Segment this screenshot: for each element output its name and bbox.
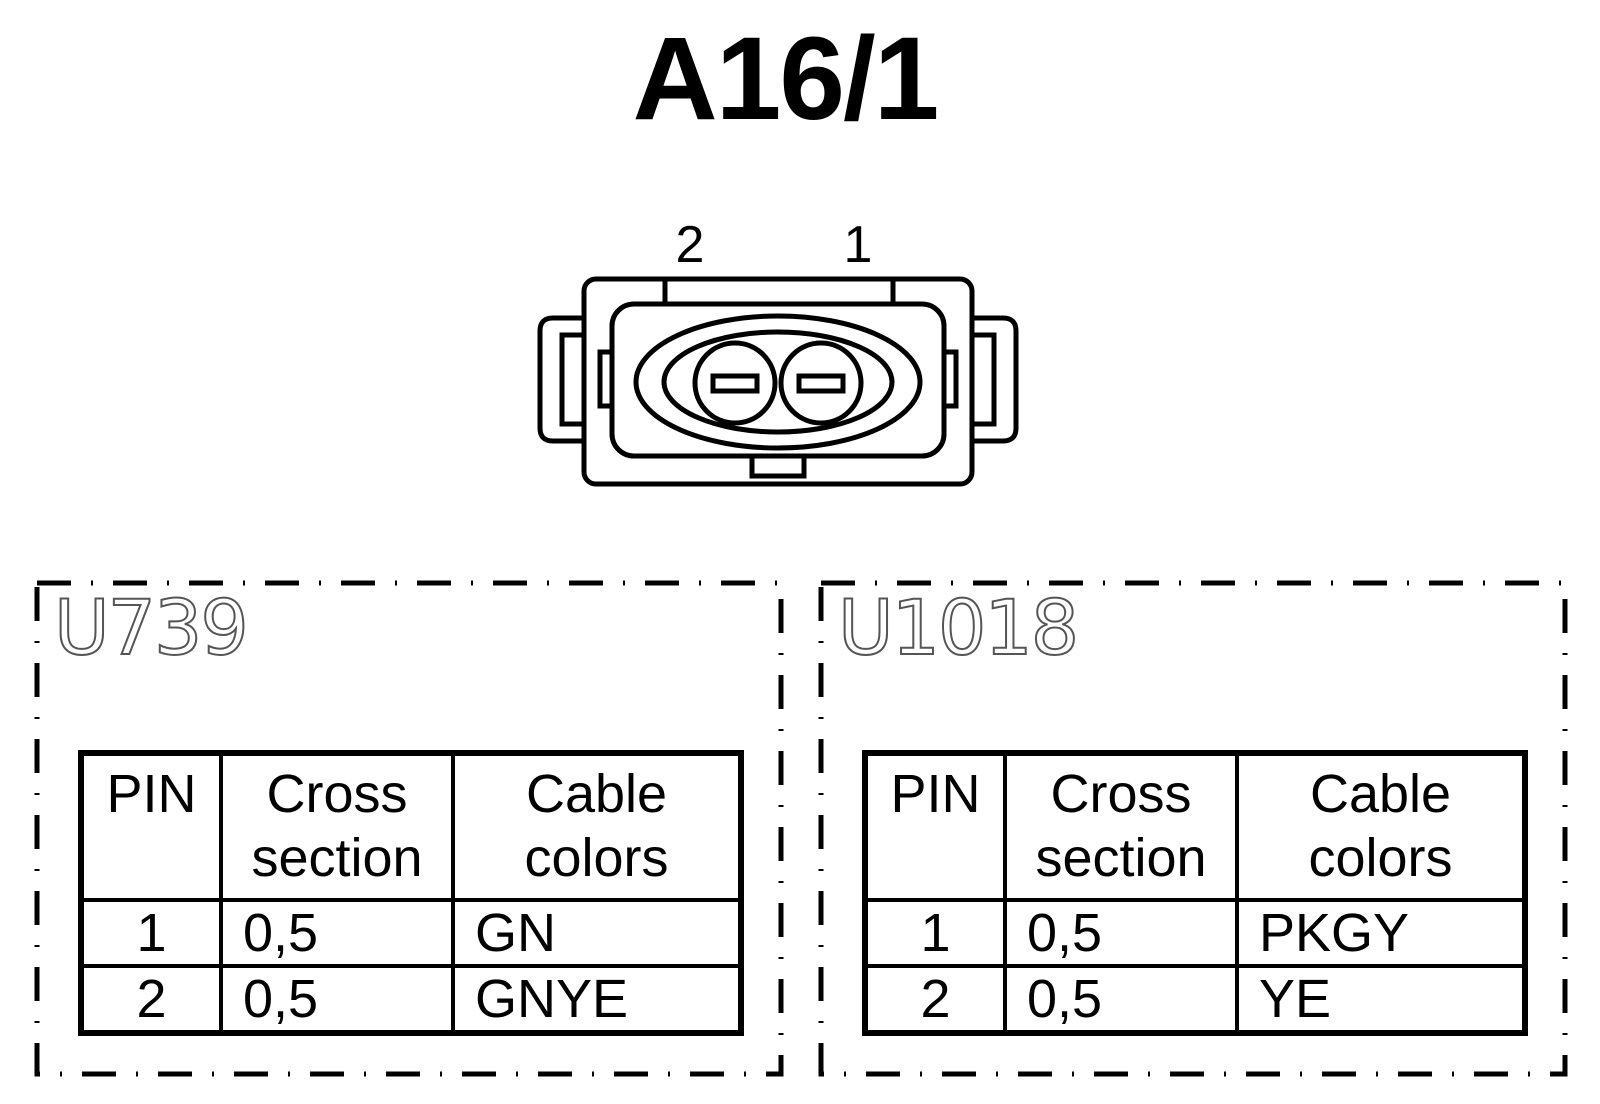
variant-code: U739	[53, 582, 250, 673]
pin-cell: 2	[863, 964, 1007, 1035]
two-pin-connector-icon: 2 1	[537, 216, 1019, 487]
outer-oval	[633, 313, 923, 451]
header-pin: PIN	[79, 751, 223, 902]
header-cross-section-line1: Cross	[1050, 764, 1192, 824]
cable-color-cell: PKGY	[1235, 898, 1527, 968]
connector-title: A16/1	[632, 13, 940, 145]
header-cross-section: Cross section	[1003, 751, 1239, 902]
cross-section-cell: 0,5	[1003, 898, 1239, 968]
variant-panel-u739: U739 PIN Cross section Cable colors 1 0,…	[34, 580, 784, 1077]
inner-oval	[661, 329, 895, 435]
cross-section-cell: 0,5	[219, 898, 455, 968]
pin-label-1: 1	[844, 216, 873, 274]
header-cross-section: Cross section	[219, 751, 455, 902]
header-cable-colors: Cable colors	[1235, 751, 1527, 902]
pin-socket-1	[778, 340, 864, 426]
cable-color-cell: GN	[451, 898, 743, 968]
bottom-tab	[749, 453, 807, 479]
pin-table: PIN Cross section Cable colors 1 0,5 PKG…	[862, 750, 1528, 1036]
pin-cell: 2	[79, 964, 223, 1035]
cable-color-cell: YE	[1235, 964, 1527, 1035]
variant-code: U1018	[837, 582, 1080, 673]
header-pin: PIN	[863, 751, 1007, 902]
variant-panel-u1018: U1018 PIN Cross section Cable colors 1 0…	[818, 580, 1568, 1077]
header-pin-label: PIN	[890, 764, 981, 824]
left-clip	[537, 315, 584, 444]
pin-cell: 1	[79, 898, 223, 968]
table-header-row: PIN Cross section Cable colors	[79, 751, 743, 902]
dashed-frame	[34, 580, 784, 1077]
pin-table: PIN Cross section Cable colors 1 0,5 GN …	[78, 750, 744, 1036]
pin-label-2: 2	[676, 216, 705, 274]
header-cross-section-line2: section	[1035, 828, 1207, 888]
table-row: 1 0,5 PKGY	[863, 898, 1527, 968]
pin-cell: 1	[863, 898, 1007, 968]
table-row: 1 0,5 GN	[79, 898, 743, 968]
connector-housing	[581, 276, 975, 487]
header-cable-colors-line2: colors	[524, 828, 669, 888]
header-pin-label: PIN	[106, 764, 197, 824]
right-clip	[972, 315, 1019, 444]
table-header-row: PIN Cross section Cable colors	[863, 751, 1527, 902]
header-cable-colors-line2: colors	[1308, 828, 1453, 888]
pin-socket-2	[692, 340, 778, 426]
table-row: 2 0,5 YE	[863, 964, 1527, 1035]
dashed-frame	[818, 580, 1568, 1077]
header-cross-section-line2: section	[251, 828, 423, 888]
cable-color-cell: GNYE	[451, 964, 743, 1035]
header-cable-colors-line1: Cable	[525, 764, 668, 824]
header-cross-section-line1: Cross	[266, 764, 408, 824]
cross-section-cell: 0,5	[1003, 964, 1239, 1035]
header-cable-colors: Cable colors	[451, 751, 743, 902]
cross-section-cell: 0,5	[219, 964, 455, 1035]
header-cable-colors-line1: Cable	[1309, 764, 1452, 824]
table-row: 2 0,5 GNYE	[79, 964, 743, 1035]
